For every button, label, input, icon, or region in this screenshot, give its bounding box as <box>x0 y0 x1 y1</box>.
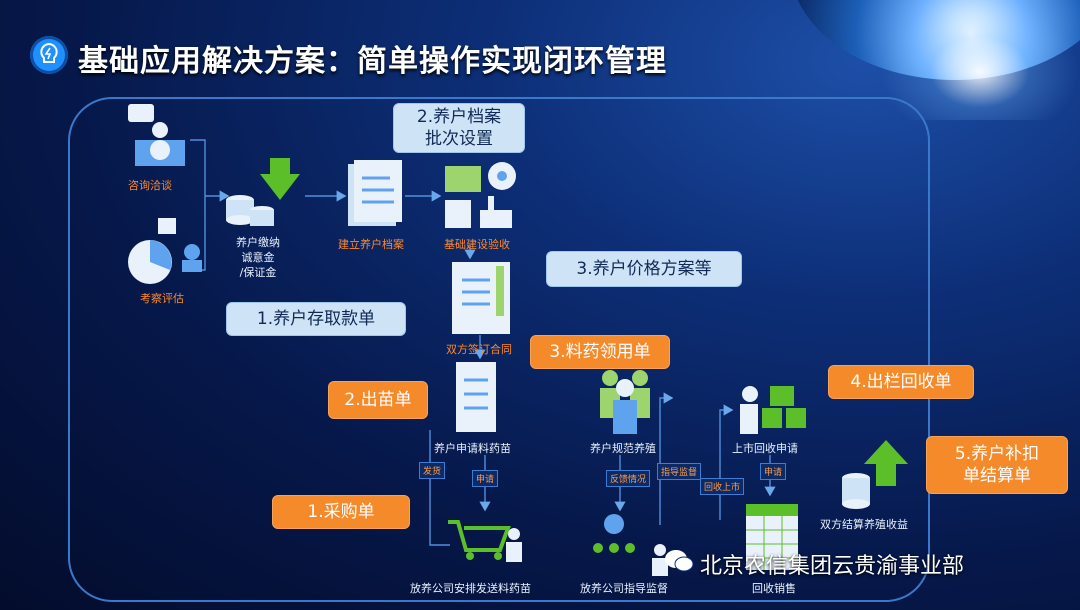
lightbulb-icon <box>30 36 68 74</box>
callout-seedling-out: 2.出苗单 <box>328 381 428 419</box>
edge-tag-guide: 指导监督 <box>657 463 702 480</box>
node-archive-label: 建立养户档案 <box>338 238 404 251</box>
edge-tag-feedback: 反馈情况 <box>606 470 651 487</box>
wechat-icon <box>665 550 694 572</box>
edge-tag-recycle-market: 回收上市 <box>700 478 745 495</box>
watermark-text: 北京农信集团云贵渝事业部 <box>700 554 965 579</box>
consult-icon <box>128 104 185 166</box>
node-consult-label: 咨询洽谈 <box>128 179 172 192</box>
edge-tag-apply-2: 申请 <box>760 463 787 480</box>
callout-settlement: 5.养户补扣单结算单 <box>926 436 1068 494</box>
callout-price-plan: 3.养户价格方案等 <box>546 251 742 287</box>
node-infra-label: 基础建设验收 <box>444 238 510 251</box>
node-settle-income-label: 双方结算养殖收益 <box>820 518 908 531</box>
page-title: 基础应用解决方案：简单操作实现闭环管理 <box>78 44 667 79</box>
node-recycle-sale-label: 回收销售 <box>752 582 796 595</box>
archive-document-icon <box>348 160 402 226</box>
edge-tag-send: 发货 <box>419 462 446 479</box>
evaluate-icon <box>128 218 202 284</box>
spreadsheet-icon <box>746 504 798 570</box>
callout-deposit-slip: 1.养户存取款单 <box>226 302 406 336</box>
contract-icon <box>452 262 510 334</box>
node-farming-label: 养户规范养殖 <box>590 442 656 455</box>
callout-archive-setup: 2.养户档案批次设置 <box>393 103 525 153</box>
infra-icon <box>445 162 516 228</box>
apply-document-icon <box>456 362 496 432</box>
market-apply-icon <box>740 386 806 434</box>
org-chart-icon <box>593 514 668 576</box>
node-evaluate-label: 考察评估 <box>140 292 184 305</box>
node-market-apply-label: 上市回收申请 <box>732 442 798 455</box>
star-glow <box>880 0 1080 120</box>
node-deposit-label: 养户缴纳诚意金/保证金 <box>236 236 280 279</box>
edge-tag-apply: 申请 <box>472 470 499 487</box>
shopping-cart-icon <box>448 520 522 562</box>
callout-purchase: 1.采购单 <box>272 495 410 529</box>
node-deliver-label: 放养公司安排发送料药苗 <box>410 582 531 595</box>
node-apply-label: 养户申请料药苗 <box>434 442 511 455</box>
node-contract-label: 双方签订合同 <box>446 343 512 356</box>
settle-income-icon <box>842 440 908 509</box>
callout-pen-recycle: 4.出栏回收单 <box>828 365 974 399</box>
process-frame <box>68 97 930 602</box>
deposit-icon <box>226 158 300 226</box>
callout-medicine-slip: 3.料药领用单 <box>530 335 670 369</box>
farming-people-icon <box>600 370 650 434</box>
node-guide-label: 放养公司指导监督 <box>580 582 668 595</box>
